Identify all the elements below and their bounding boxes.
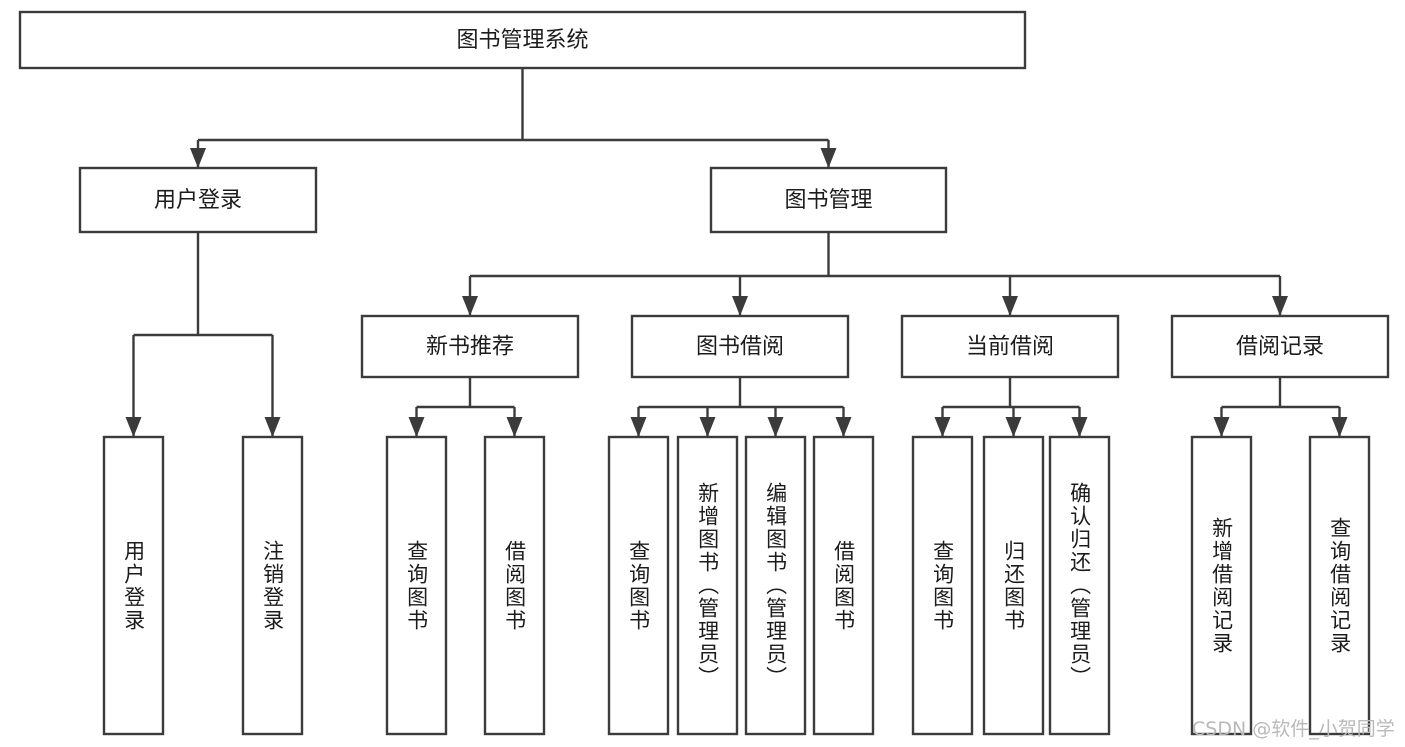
node-root-label: 图书管理系统 [456,28,588,53]
node-leaf-borrow-book[interactable] [812,435,875,736]
arrow-head-icon [1331,417,1348,437]
arrow-head-icon [190,148,206,168]
arrow-head-icon [630,417,647,437]
node-current-borrow[interactable] [900,314,1120,379]
arrow-head-icon [125,417,142,437]
csdn-watermark: CSDN @软件_小贺同学 [1192,718,1395,740]
node-root-图书管理系统[interactable] [18,10,1027,70]
arrow-head-icon [506,417,523,437]
node-borrow-record-label: 借阅记录 [1236,335,1324,360]
node-user-login[interactable] [78,166,318,234]
node-book-manage[interactable] [709,166,948,234]
arrow-head-icon [699,417,716,437]
arrow-head-icon [1071,417,1088,437]
node-leaf-query-book-cur[interactable] [911,435,974,736]
node-leaf-user-logout[interactable] [241,435,304,736]
arrow-head-icon [1002,296,1018,316]
arrow-head-icon [1272,296,1288,316]
arrow-head-icon [934,417,951,437]
node-leaf-query-book-borrow[interactable] [607,435,670,736]
node-leaf-return-book[interactable] [982,435,1045,736]
node-leaf-confirm-return[interactable] [1048,435,1111,736]
arrow-head-icon [1213,417,1230,437]
node-leaf-add-record[interactable] [1190,435,1253,736]
node-leaf-add-book[interactable] [676,435,739,736]
node-leaf-query-book-rec[interactable] [385,435,448,736]
arrow-head-icon [264,417,281,437]
connectors-layer [125,68,1348,437]
arrow-head-icon [462,296,478,316]
arrow-head-icon [732,296,748,316]
node-new-book-rec[interactable] [360,314,580,379]
node-leaf-edit-book[interactable] [744,435,807,736]
boxes-layer [18,10,1390,736]
node-leaf-query-record[interactable] [1308,435,1371,736]
arrow-head-icon [767,417,784,437]
node-borrow-record[interactable] [1170,314,1390,379]
node-book-manage-label: 图书管理 [784,188,872,213]
node-book-borrow-label: 图书借阅 [696,335,784,360]
arrow-head-icon [408,417,425,437]
arrow-head-icon [835,417,852,437]
node-book-borrow[interactable] [630,314,850,379]
node-current-borrow-label: 当前借阅 [966,335,1054,360]
arrow-head-icon [1005,417,1022,437]
node-leaf-user-login[interactable] [102,435,165,736]
node-user-login-label: 用户登录 [154,188,242,213]
arrow-head-icon [820,148,837,168]
node-leaf-borrow-book-rec[interactable] [483,435,546,736]
node-new-book-rec-label: 新书推荐 [426,335,514,360]
